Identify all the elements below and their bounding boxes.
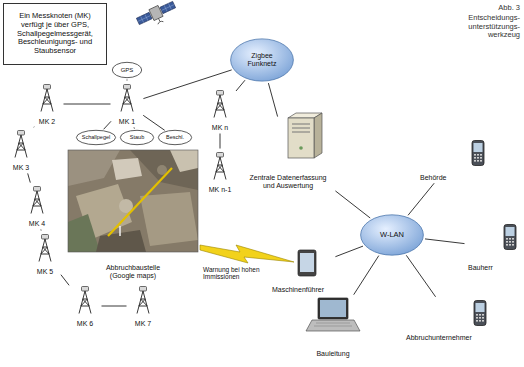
measuring-node: MK 7	[128, 284, 158, 328]
laptop-device: Bauleitung	[300, 296, 366, 358]
node-label: W-LAN	[380, 231, 404, 240]
laptop-icon	[306, 298, 360, 331]
sensor-ellipse: Beschl.	[158, 130, 192, 145]
phone-device: Behörde	[418, 138, 488, 182]
node-label: Staub	[130, 134, 144, 140]
measuring-node: MK 5	[30, 232, 60, 276]
node-label: MK n-1	[209, 186, 232, 194]
warning-note: Warnung bei hohen Immissionen	[203, 266, 261, 281]
gps-ellipse: GPS	[112, 62, 142, 78]
connector-line	[64, 104, 111, 105]
phone-device: Abbruchunternehmer	[404, 298, 500, 342]
measuring-node: MK n	[205, 88, 235, 132]
node-label: MK 2	[39, 118, 55, 126]
node-label: Bauherr	[468, 264, 493, 272]
measuring-node: MK 2	[32, 82, 62, 126]
info-box: Ein Messknoten (MK) verfügt je über GPS,…	[3, 3, 107, 65]
connector-line	[102, 306, 127, 307]
tablet-icon	[298, 250, 316, 276]
node-label: Schallpegel	[82, 134, 110, 140]
connector-line	[354, 256, 379, 295]
node-label: MK n	[212, 124, 228, 132]
node-label: Zigbee Funknetz	[240, 52, 284, 68]
connector-line	[425, 239, 465, 244]
node-label: MK 5	[37, 268, 53, 276]
site-aerial-photo	[68, 150, 198, 252]
connector-line	[61, 275, 69, 286]
node-label: Bauleitung	[316, 350, 349, 358]
connector-line	[134, 127, 135, 128]
figure-title: Abb. 3	[440, 4, 520, 13]
measuring-node: MK 6	[70, 284, 100, 328]
measuring-node: MK 3	[6, 128, 36, 172]
measuring-node: MK 4	[22, 184, 52, 228]
sensor-ellipse: Schallpegel	[76, 130, 116, 145]
connector-line	[408, 183, 434, 215]
server-icon	[288, 113, 322, 158]
measuring-node: MK 1	[112, 82, 142, 126]
connector-line	[220, 134, 221, 149]
node-label: Behörde	[420, 174, 446, 182]
network-cloud: W-LAN	[360, 214, 424, 256]
phone-device: Bauherr	[466, 222, 520, 272]
tablet-device: Maschinenführer	[262, 248, 334, 294]
site-photo-node: Abbruchbaustelle (Google maps)	[68, 150, 198, 280]
connector-line	[335, 191, 370, 218]
warning-lightning	[200, 245, 294, 263]
node-label: GPS	[121, 67, 134, 74]
node-label: MK 4	[29, 220, 45, 228]
node-label: Ein Messknoten (MK) verfügt je über GPS,…	[8, 12, 102, 55]
node-label: Zentrale Datenerfassung und Auswertung	[246, 174, 330, 190]
sensor-ellipse: Staub	[120, 130, 154, 145]
node-label: Abbruchbaustelle (Google maps)	[93, 264, 173, 280]
connector-line	[104, 121, 111, 129]
connector-line	[40, 230, 41, 231]
satellite-icon	[135, 0, 178, 31]
figure-caption: Entscheidungs- unterstützungs- werkzeug	[450, 14, 520, 40]
node-label: Abbruchunternehmer	[406, 334, 472, 342]
node-label: MK 6	[77, 320, 93, 328]
network-cloud: Zigbee Funknetz	[230, 38, 294, 82]
connector-line	[127, 80, 128, 81]
node-label: Maschinenführer	[272, 286, 324, 294]
node-label: MK 3	[13, 164, 29, 172]
connector-line	[335, 246, 363, 257]
connector-line	[33, 126, 34, 128]
node-label: Beschl.	[166, 134, 184, 140]
server-node: Zentrale Datenerfassung und Auswertung	[240, 118, 336, 190]
measuring-node: MK n-1	[203, 150, 237, 194]
connector-line	[143, 70, 231, 99]
connector-line	[406, 255, 435, 296]
connector-line	[28, 173, 31, 182]
node-label: MK 1	[119, 118, 135, 126]
connector-line	[143, 115, 165, 130]
node-label: MK 7	[135, 320, 151, 328]
connector-line	[236, 80, 245, 91]
connector-line	[268, 83, 277, 117]
